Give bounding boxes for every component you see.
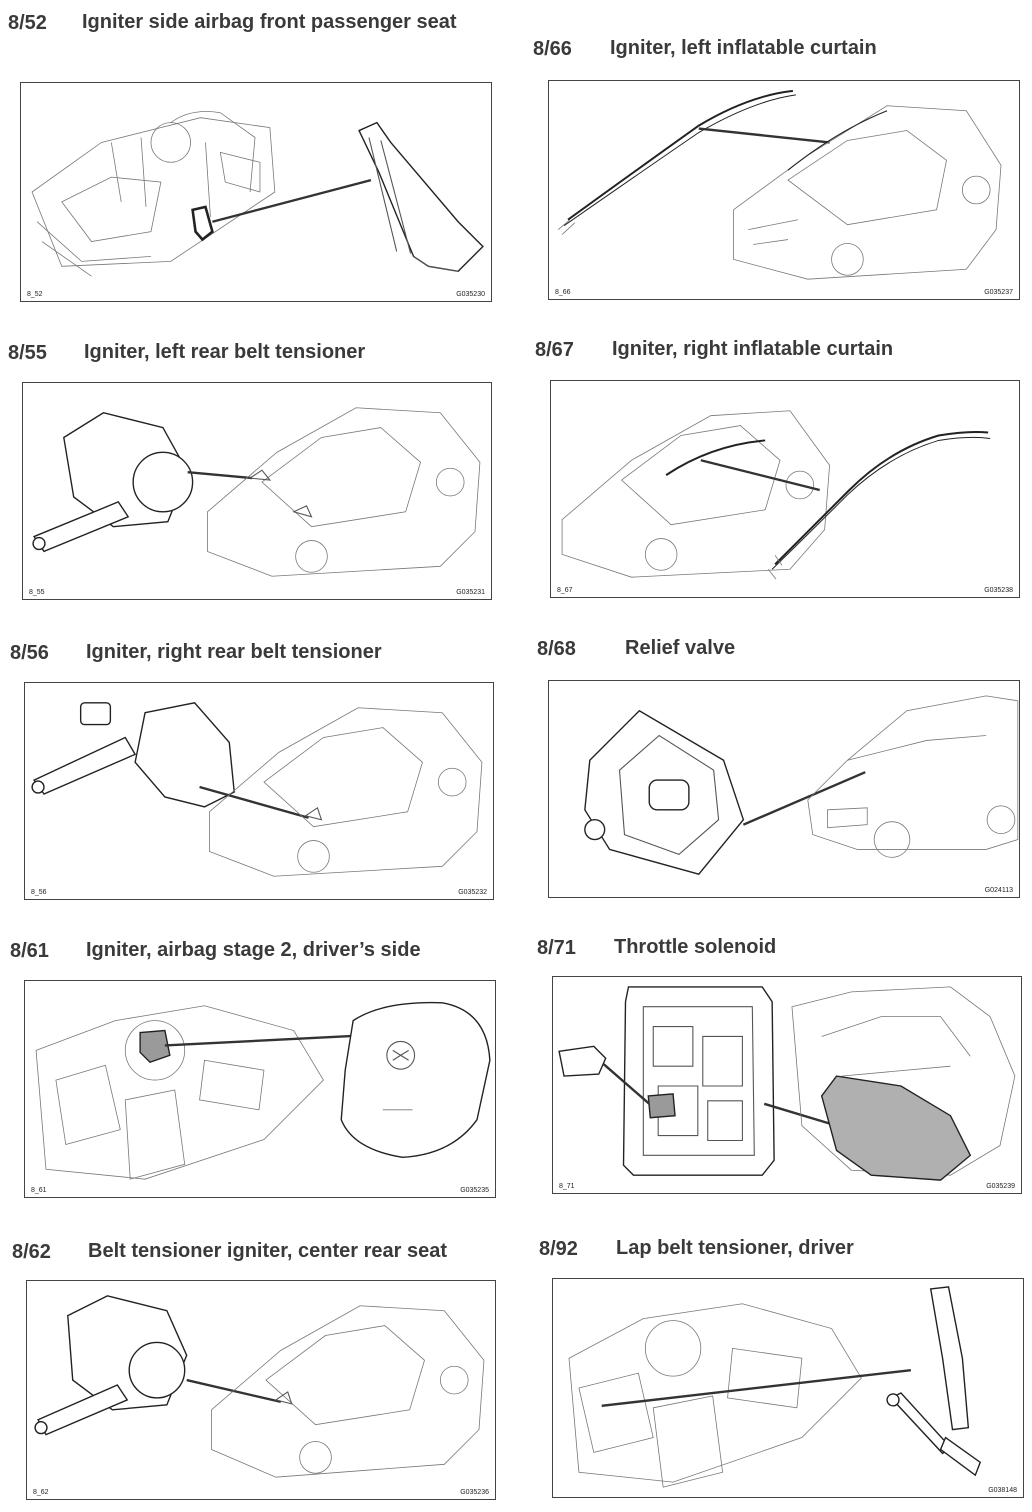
illustration-panel: 8_66 G035237 xyxy=(548,80,1020,300)
center-rear-belt-tensioner-illustration xyxy=(34,1295,485,1478)
entry-code: 8/62 xyxy=(12,1241,51,1263)
graphic-id: G035237 xyxy=(984,289,1013,296)
figure-id: 8_66 xyxy=(555,289,571,296)
entry-title: Throttle solenoid xyxy=(614,936,777,958)
entry-code: 8/66 xyxy=(533,38,572,60)
right-curtain-illustration xyxy=(561,410,991,580)
graphic-id: G024113 xyxy=(984,887,1013,894)
illustration-panel: G038148 xyxy=(552,1278,1024,1498)
entry-code: 8/52 xyxy=(8,12,47,34)
figure-id: 8_56 xyxy=(31,889,47,896)
illustration-panel: 8_55 G035231 xyxy=(22,382,492,600)
figure-id: 8_62 xyxy=(33,1489,49,1496)
figure-id: 8_55 xyxy=(29,589,45,596)
entry-title: Igniter, right inflatable curtain xyxy=(612,338,894,360)
figure-id: 8_61 xyxy=(31,1187,47,1194)
entry-code: 8/55 xyxy=(8,342,47,364)
right-rear-belt-tensioner-illustration xyxy=(31,702,483,877)
illustration-panel: 8_56 G035232 xyxy=(24,682,494,900)
graphic-id: G035235 xyxy=(460,1187,489,1194)
illustration-panel: 8_61 G035235 xyxy=(24,980,496,1198)
graphic-id: G035232 xyxy=(458,889,487,896)
illustration-panel: 8_71 G035239 xyxy=(552,976,1022,1194)
entry-title: Igniter side airbag front passenger seat xyxy=(82,11,457,33)
graphic-id: G035238 xyxy=(984,587,1013,594)
entry-title: Igniter, left inflatable curtain xyxy=(610,37,877,59)
entry-title: Lap belt tensioner, driver xyxy=(616,1237,854,1259)
passenger-seat-airbag-illustration xyxy=(31,111,484,277)
illustration-panel: G024113 xyxy=(548,680,1020,898)
entry-title: Igniter, airbag stage 2, driver’s side xyxy=(86,939,421,961)
figure-id: 8_52 xyxy=(27,291,43,298)
throttle-solenoid-illustration xyxy=(558,986,1016,1181)
relief-valve-illustration xyxy=(584,695,1019,876)
figure-id: 8_67 xyxy=(557,587,573,594)
illustration-panel: 8_62 G035236 xyxy=(26,1280,496,1500)
entry-title: Belt tensioner igniter, center rear seat xyxy=(88,1240,448,1262)
entry-title: Igniter, left rear belt tensioner xyxy=(84,341,366,363)
entry-title: Igniter, right rear belt tensioner xyxy=(86,641,382,663)
illustration-panel: 8_67 G035238 xyxy=(550,380,1020,598)
entry-code: 8/68 xyxy=(537,638,576,660)
illustration-panel: 8_52 G035230 xyxy=(20,82,492,302)
graphic-id: G035230 xyxy=(456,291,485,298)
graphic-id: G035239 xyxy=(986,1183,1015,1190)
entry-code: 8/61 xyxy=(10,940,49,962)
driver-airbag-stage2-illustration xyxy=(35,1001,491,1180)
left-curtain-illustration xyxy=(557,89,1002,280)
entry-code: 8/92 xyxy=(539,1238,578,1260)
graphic-id: G035236 xyxy=(460,1489,489,1496)
graphic-id: G035231 xyxy=(456,589,485,596)
graphic-id: G038148 xyxy=(988,1487,1017,1494)
entry-code: 8/56 xyxy=(10,642,49,664)
entry-code: 8/71 xyxy=(537,937,576,959)
entry-code: 8/67 xyxy=(535,339,574,361)
figure-id: 8_71 xyxy=(559,1183,575,1190)
lap-belt-tensioner-illustration xyxy=(568,1286,982,1488)
left-rear-belt-tensioner-illustration xyxy=(32,407,481,577)
entry-title: Relief valve xyxy=(625,637,736,659)
